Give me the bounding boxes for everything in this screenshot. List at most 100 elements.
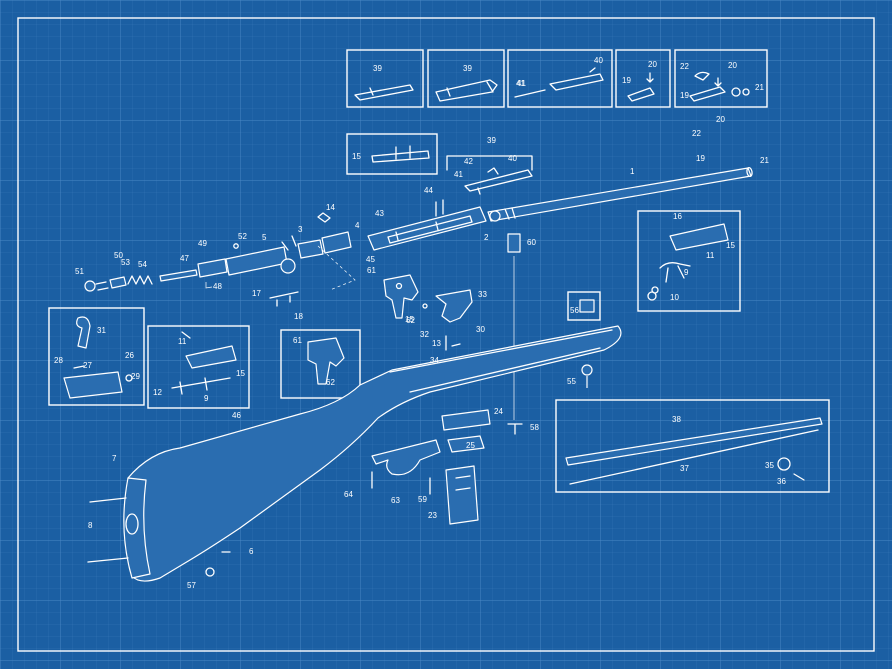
part-40-41-drawing [514,67,604,98]
callout-26: 26 [125,351,134,360]
callout-19: 19 [622,76,631,85]
callout-35: 35 [765,461,774,470]
callout-41: 41 [516,79,525,88]
bolt-extractor-4 [321,231,352,254]
callout-53: 53 [121,258,130,267]
part-40-42-drawing [464,167,533,195]
callout-56: 56 [570,306,579,315]
part-39-drawing [354,84,414,101]
part-9-drawing [171,377,231,395]
callout-41: 41 [454,170,463,179]
bolt-sleeve-49 [197,258,228,278]
stock [87,325,622,582]
callout-15: 15 [405,315,414,324]
trigger-assembly [383,274,473,351]
callout-19: 19 [680,91,689,100]
callout-40: 40 [594,56,603,65]
callout-29: 29 [131,372,140,381]
callout-27: 27 [83,361,92,370]
callout-25: 25 [466,441,475,450]
part-17-18-drawing [269,291,299,307]
callout-18: 18 [294,312,303,321]
callout-34: 34 [430,356,439,365]
callout-11: 11 [706,251,715,260]
detail-box-56 [567,291,601,321]
bolt-handle [280,258,296,274]
detail-boxes-top [346,49,768,108]
bolt-assembly [84,212,356,307]
detail-box-cleaning-rod [555,399,830,493]
callout-63: 63 [391,496,400,505]
callout-41: 41 [517,79,526,88]
part-11-drawing [181,331,191,339]
callout-16: 16 [673,212,682,221]
callout-15: 15 [352,152,361,161]
stock-hardware-6-57 [205,551,231,577]
part-61-62-drawing [307,337,345,385]
callout-13: 13 [432,339,441,348]
bolt-knob [84,280,96,292]
firing-pin-47 [159,269,198,282]
detail-box-19-22 [674,49,768,108]
callout-19: 19 [696,154,705,163]
callout-32: 32 [420,330,429,339]
detail-box-39b [427,49,505,108]
callout-23: 23 [428,511,437,520]
trigger-screw-34 [445,335,461,351]
callout-48: 48 [213,282,222,291]
bolt-head-3 [297,239,324,259]
buttplate-screws-8 [87,497,129,563]
magazine-spring-25 [447,435,485,453]
callout-6: 6 [249,547,254,556]
part-27-29-drawing [73,365,133,382]
detail-box-9-16 [637,210,741,312]
callout-14: 14 [326,203,335,212]
callout-40: 40 [508,154,517,163]
callout-57: 57 [187,581,196,590]
part-15-small-drawing [185,345,237,369]
callout-55: 55 [567,377,576,386]
assembly-bracket-39-42 [446,155,533,171]
callout-44: 44 [424,186,433,195]
part-10-drawing [647,286,659,301]
callout-15: 15 [236,369,245,378]
callout-28: 28 [54,356,63,365]
callout-20: 20 [728,61,737,70]
trigger-pin-32 [422,303,428,309]
callout-20: 20 [648,60,657,69]
callout-21: 21 [760,156,769,165]
callout-58: 58 [530,423,539,432]
callout-9: 9 [684,268,689,277]
callout-11: 11 [178,337,187,346]
receiver-screws [435,199,444,217]
trigger-guard-and-magazine [371,409,491,525]
stock-channel-lines [389,329,613,393]
callout-15: 15 [726,241,735,250]
detail-box-7-15 [147,325,250,409]
trigger-guard-screws-64-59 [371,471,431,495]
callout-3: 3 [298,225,303,234]
blueprint-border [17,17,875,652]
barrel-muzzle [746,166,753,178]
callout-36: 36 [777,477,786,486]
bolt-pins [281,235,297,251]
bolt-pin-52 [233,243,239,249]
callout-30: 30 [476,325,485,334]
bolt-dashed-leader [317,245,356,291]
callout-59: 59 [418,495,427,504]
part-15-drawing [371,145,430,163]
callout-22: 22 [692,129,701,138]
callout-51: 51 [75,267,84,276]
callout-24: 24 [494,407,503,416]
part-60-drawing [507,233,521,253]
buttplate-insert [125,513,139,535]
callout-61: 61 [293,336,302,345]
detail-box-26-31 [48,307,145,406]
callout-62: 62 [406,316,415,325]
callout-7: 7 [112,454,117,463]
detail-box-15 [346,133,438,175]
barrel-breech-rings [504,207,516,220]
callout-12: 12 [153,388,162,397]
